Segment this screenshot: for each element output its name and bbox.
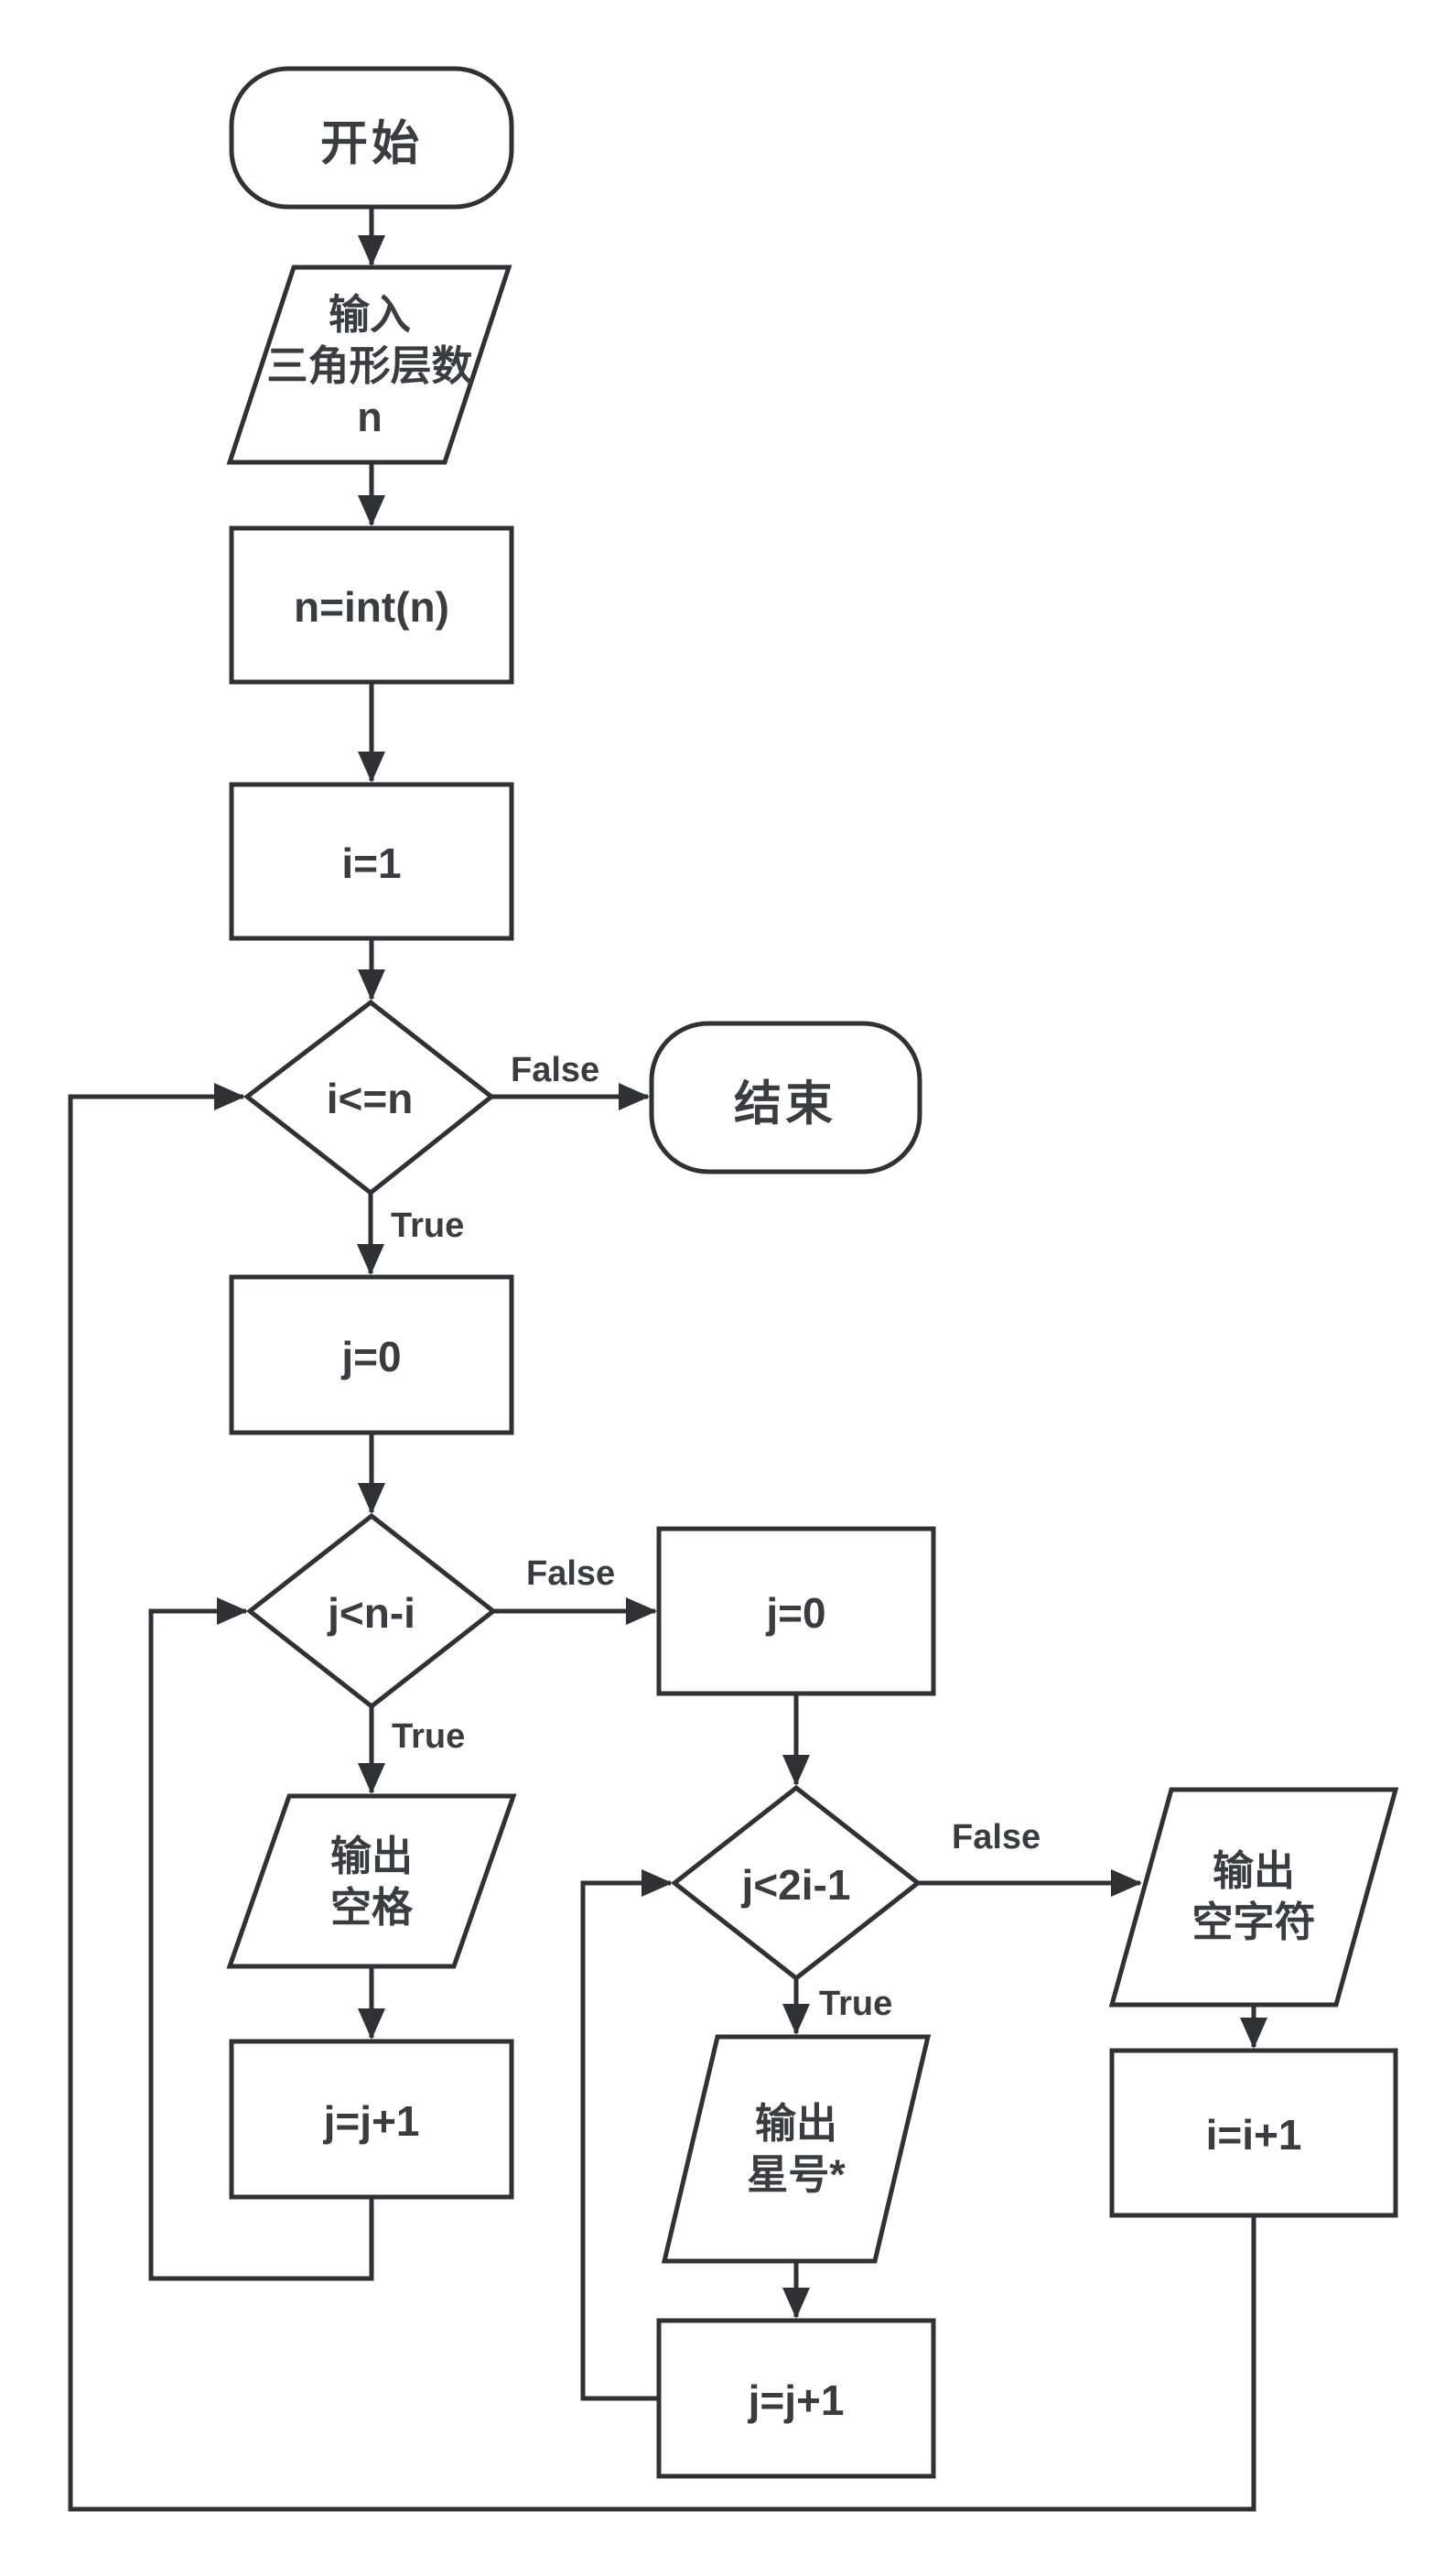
outspace-parallelogram-shape	[226, 1793, 517, 1969]
castint-process-shape	[229, 525, 514, 685]
incjstar-process-shape	[656, 2318, 936, 2479]
condi-decision-shape	[243, 999, 496, 1196]
initj-process-shape	[229, 1274, 514, 1435]
initi-process-shape	[229, 782, 514, 941]
outstar-node-line-1: 输出	[754, 2100, 838, 2147]
outspace-node-label: 输出 空格	[330, 1831, 413, 1933]
edge-incjstar-loop-to-condstar	[580, 1869, 673, 2401]
condspace-node-label: j<n-i	[328, 1589, 415, 1637]
condspace-true-label: True	[392, 1717, 466, 1756]
condspace-false-label: False	[526, 1554, 616, 1593]
input-parallelogram-shape	[226, 265, 512, 465]
start-node-label: 开始	[319, 117, 424, 171]
resetj-node-label: j=0	[766, 1589, 826, 1637]
condi-false-label: False	[511, 1051, 600, 1089]
outempty-node-line-1: 输出	[1212, 1847, 1296, 1894]
condspace-decision-shape	[245, 1512, 498, 1710]
inci-process-shape	[1109, 2048, 1398, 2218]
edge-incjspace-loop-to-condspace	[148, 1597, 374, 2281]
incjspace-process-shape	[229, 2039, 514, 2200]
incjspace-node-label: j=j+1	[323, 2097, 420, 2145]
start-terminator-shape	[229, 66, 514, 210]
end-terminator-shape	[649, 1021, 922, 1174]
condstar-decision-shape	[670, 1784, 922, 1982]
outempty-parallelogram-shape	[1108, 1787, 1399, 2008]
initj-node-label: j=0	[341, 1333, 402, 1380]
condstar-false-label: False	[952, 1818, 1041, 1856]
outempty-node-line-2: 空字符	[1192, 1899, 1316, 1945]
outstar-node-label: 输出 星号*	[747, 2098, 846, 2201]
resetj-process-shape	[656, 1526, 936, 1696]
initi-node-label: i=1	[341, 839, 402, 887]
outspace-node-line-2: 空格	[329, 1884, 414, 1931]
end-node-label: 结束	[733, 1077, 837, 1131]
incjstar-node-label: j=j+1	[748, 2376, 845, 2424]
outstar-parallelogram-shape	[661, 2034, 932, 2264]
connectors	[68, 207, 1267, 2512]
condstar-node-label: j<2i-1	[741, 1861, 851, 1909]
edge-inci-loop-to-condi	[68, 1083, 1256, 2512]
outspace-node-line-1: 输出	[329, 1833, 414, 1879]
inci-node-label: i=i+1	[1205, 2111, 1302, 2159]
input-node-label: 输入 三角形层数 n	[266, 289, 472, 443]
condstar-true-label: True	[819, 1985, 893, 2023]
castint-node-label: n=int(n)	[294, 583, 449, 631]
outempty-node-label: 输出 空字符	[1192, 1845, 1315, 1948]
condi-node-label: i<=n	[326, 1075, 414, 1122]
input-node-line-1: 输入	[328, 291, 412, 338]
input-node-line-2: 三角形层数	[266, 342, 473, 389]
node-shapes	[226, 66, 1399, 2479]
condi-true-label: True	[391, 1207, 465, 1245]
input-node-line-3: n	[357, 394, 383, 440]
outstar-node-line-2: 星号*	[747, 2151, 846, 2198]
